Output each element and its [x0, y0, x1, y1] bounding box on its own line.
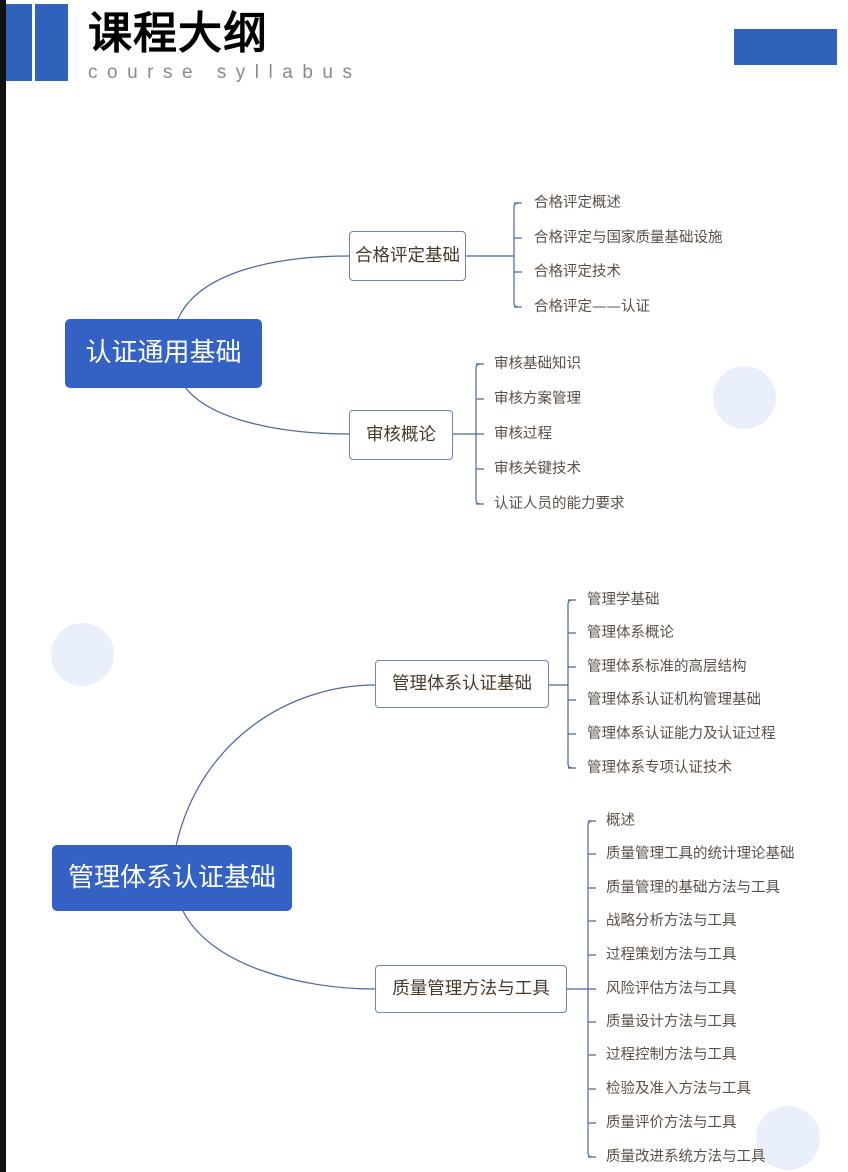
leaf-item: 审核过程 — [494, 426, 552, 442]
page-title: 课程大纲 — [88, 8, 268, 59]
leaf-item: 合格评定技术 — [534, 264, 621, 280]
decorative-circle — [713, 366, 776, 429]
leaf-item: 管理体系概论 — [587, 625, 674, 641]
leaf-item: 质量设计方法与工具 — [606, 1014, 737, 1030]
branch-node: 合格评定基础 — [349, 231, 466, 281]
header-tab-decoration — [734, 29, 837, 65]
leaf-item: 过程策划方法与工具 — [606, 947, 737, 963]
leaf-item: 合格评定——认证 — [534, 299, 650, 315]
branch-node: 审核概论 — [349, 410, 453, 460]
branch-node: 质量管理方法与工具 — [375, 965, 567, 1013]
leaf-item: 检验及准入方法与工具 — [606, 1081, 751, 1097]
mindmap-root-node: 认证通用基础 — [65, 319, 262, 388]
leaf-item: 管理体系专项认证技术 — [587, 760, 732, 776]
leaf-item: 管理体系标准的高层结构 — [587, 659, 747, 675]
leaf-item: 质量管理工具的统计理论基础 — [606, 846, 795, 862]
leaf-item: 审核关键技术 — [494, 461, 581, 477]
page-subtitle: course syllabus — [88, 62, 362, 83]
leaf-item: 过程控制方法与工具 — [606, 1047, 737, 1063]
leaf-item: 风险评估方法与工具 — [606, 981, 737, 997]
header-accent-bar — [6, 4, 32, 81]
leaf-item: 质量评价方法与工具 — [606, 1115, 737, 1131]
leaf-item: 概述 — [606, 813, 635, 829]
decorative-circle — [51, 623, 114, 686]
leaf-item: 管理体系认证能力及认证过程 — [587, 726, 776, 742]
leaf-item: 审核基础知识 — [494, 356, 581, 372]
leaf-item: 认证人员的能力要求 — [494, 496, 625, 512]
leaf-item: 战略分析方法与工具 — [606, 913, 737, 929]
leaf-item: 合格评定概述 — [534, 195, 621, 211]
decorative-circle — [756, 1106, 820, 1170]
header-accent-bar — [35, 4, 68, 81]
leaf-item: 管理学基础 — [587, 592, 660, 608]
mindmap-root-node: 管理体系认证基础 — [52, 845, 292, 911]
leaf-item: 质量管理的基础方法与工具 — [606, 880, 780, 896]
leaf-item: 管理体系认证机构管理基础 — [587, 692, 761, 708]
branch-node: 管理体系认证基础 — [375, 660, 549, 708]
leaf-item: 质量改进系统方法与工具 — [606, 1149, 766, 1165]
leaf-item: 审核方案管理 — [494, 391, 581, 407]
leaf-item: 合格评定与国家质量基础设施 — [534, 230, 723, 246]
left-edge-bar — [0, 0, 6, 1172]
